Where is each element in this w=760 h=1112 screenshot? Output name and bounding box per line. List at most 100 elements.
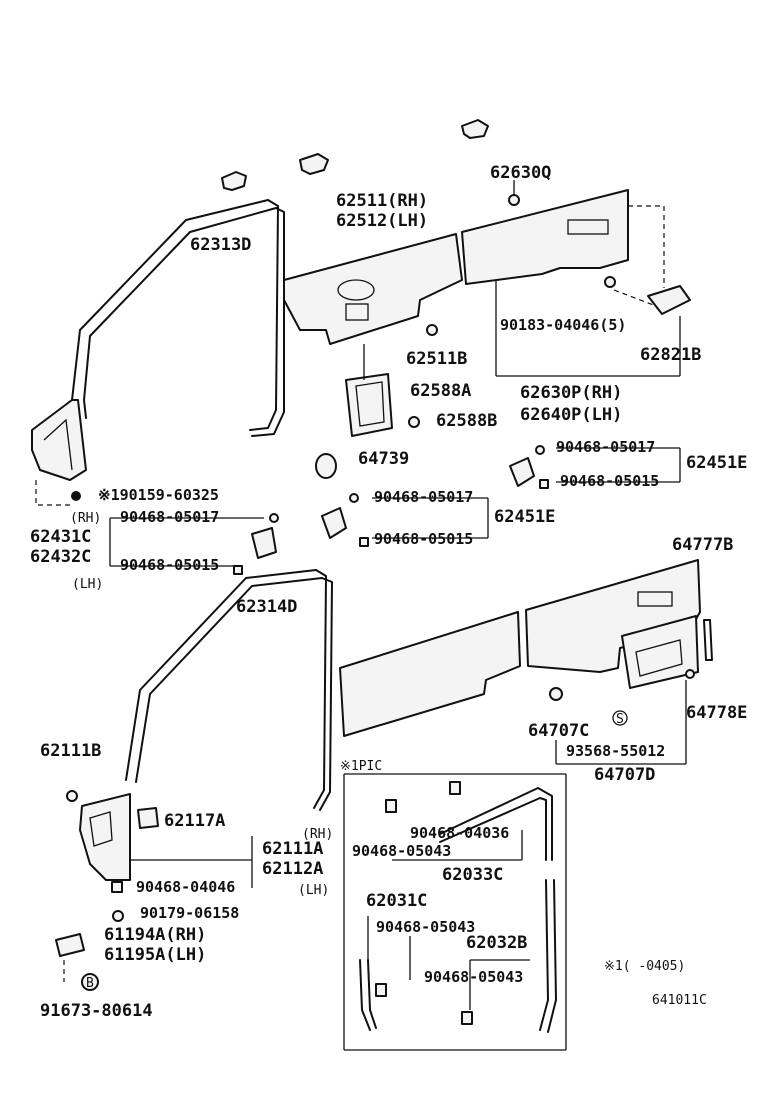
clip-04036 xyxy=(449,781,461,795)
clip-05043-c xyxy=(461,1011,473,1025)
label-62031c: 62031C xyxy=(366,891,427,911)
bolt-05017-left xyxy=(269,513,279,523)
nut-05015-left xyxy=(233,565,243,575)
label-90468-05043-b: 90468-05043 xyxy=(376,918,475,936)
bolt-90179 xyxy=(112,910,124,922)
clip-05043-a xyxy=(385,799,397,813)
nut-04046 xyxy=(111,881,123,893)
corner-bracket-62431c xyxy=(31,399,87,481)
label-62451e-middle: 62451E xyxy=(494,507,555,527)
label-90179: 90179-06158 xyxy=(140,904,239,922)
label-62588b: 62588B xyxy=(436,411,497,431)
label-90468-05017-middle: 90468-05017 xyxy=(374,488,473,506)
label-90468-05043-c: 90468-05043 xyxy=(424,968,523,986)
label-62111b: 62111B xyxy=(40,741,101,761)
clip-62117a xyxy=(137,807,159,829)
bolt-91673 xyxy=(81,973,99,991)
bezel-62821b xyxy=(647,285,691,315)
label-62117a: 62117A xyxy=(164,811,225,831)
label-62630p: 62630P(RH) xyxy=(520,383,622,403)
label-62432c: 62432C xyxy=(30,547,91,567)
clip-64707c xyxy=(549,687,563,701)
label-lh-a: (LH) xyxy=(72,577,103,592)
label-64739: 64739 xyxy=(358,449,409,469)
label-62431c: 62431C xyxy=(30,527,91,547)
pic-inset-frame xyxy=(343,773,567,1051)
label-91673: 91673-80614 xyxy=(40,1001,153,1021)
label-90468-05015-left: 90468-05015 xyxy=(120,556,219,574)
strip-64778e xyxy=(703,619,713,661)
label-90468-05015-upper: 90468-05015 xyxy=(560,472,659,490)
weatherstrip-62032b xyxy=(539,879,557,1033)
label-90468-05015-middle: 90468-05015 xyxy=(374,530,473,548)
diagram-code: 641011C xyxy=(652,993,707,1008)
label-62511-rh: 62511(RH) xyxy=(336,191,428,211)
screw-90183 xyxy=(604,276,616,288)
weatherstrip-clip-top-2 xyxy=(299,153,329,175)
label-90468-05017-upper: 90468-05017 xyxy=(556,438,655,456)
label-62588a: 62588A xyxy=(410,381,471,401)
label-62640p: 62640P(LH) xyxy=(520,405,622,425)
label-62033c: 62033C xyxy=(442,865,503,885)
label-90159: ※190159-60325 xyxy=(98,486,219,504)
label-62630q: 62630Q xyxy=(490,163,551,183)
label-64707c: 64707C xyxy=(528,721,589,741)
hinge-bracket-62451e-middle xyxy=(321,507,347,539)
label-62313d: 62313D xyxy=(190,235,251,255)
grille-64739 xyxy=(315,453,337,479)
hinge-62431c xyxy=(251,527,277,559)
label-rh-b: (RH) xyxy=(302,827,333,842)
nut-05015-middle xyxy=(359,537,369,547)
label-61194a: 61194A(RH) xyxy=(104,925,206,945)
armrest-62588a xyxy=(345,373,393,437)
label-62451e-upper: 62451E xyxy=(686,453,747,473)
door-panel-62111a xyxy=(79,793,131,881)
bolt-05017-middle xyxy=(349,493,359,503)
label-62314d: 62314D xyxy=(236,597,297,617)
clip-05043-b xyxy=(375,983,387,997)
door-trim-panel-62630p xyxy=(461,189,629,285)
label-lh-b: (LH) xyxy=(298,883,329,898)
label-pic-note: ※1PIC xyxy=(340,759,382,774)
screw-93568 xyxy=(685,669,695,679)
label-62112a: 62112A xyxy=(262,859,323,879)
s-mark-circle xyxy=(612,710,628,726)
label-62032b: 62032B xyxy=(466,933,527,953)
footnote: ※1( -0405) xyxy=(604,959,685,974)
label-64777b: 64777B xyxy=(672,535,733,555)
clip-62111b xyxy=(66,790,78,802)
label-61195a: 61195A(LH) xyxy=(104,945,206,965)
b-mark: B xyxy=(86,976,94,991)
label-64778e: 64778E xyxy=(686,703,747,723)
label-62821b: 62821B xyxy=(640,345,701,365)
label-62512-lh: 62512(LH) xyxy=(336,211,428,231)
weatherstrip-62314d xyxy=(125,569,333,811)
label-90468-04046: 90468-04046 xyxy=(136,878,235,896)
screw-90159 xyxy=(71,491,81,501)
screw-62588b xyxy=(408,416,420,428)
label-93568: 93568-55012 xyxy=(566,742,665,760)
weatherstrip-clip-top-1 xyxy=(221,171,247,191)
hinge-bracket-62451e-upper xyxy=(509,457,535,487)
label-90468-05043-a: 90468-05043 xyxy=(352,842,451,860)
clip-62630q xyxy=(508,180,520,206)
label-62111a: 62111A xyxy=(262,839,323,859)
bolt-05017-upper xyxy=(535,445,545,455)
label-62511b: 62511B xyxy=(406,349,467,369)
weatherstrip-62031c xyxy=(359,959,377,1031)
weatherstrip-62033c xyxy=(439,787,553,861)
label-90468-04036: 90468-04036 xyxy=(410,824,509,842)
weatherstrip-62313d xyxy=(71,199,285,437)
label-rh-a: (RH) xyxy=(70,511,101,526)
weatherstrip-clip-top-3 xyxy=(461,119,489,139)
nut-05015-upper xyxy=(539,479,549,489)
label-64707d: 64707D xyxy=(594,765,655,785)
hinge-61194a xyxy=(55,933,85,957)
label-90468-05017-left: 90468-05017 xyxy=(120,508,219,526)
label-90183: 90183-04046(5) xyxy=(500,316,626,334)
clip-62511b xyxy=(426,324,438,336)
door-trim-panel-64777b xyxy=(339,559,701,737)
door-trim-panel-62511 xyxy=(283,233,463,345)
s-mark: S xyxy=(616,712,624,727)
